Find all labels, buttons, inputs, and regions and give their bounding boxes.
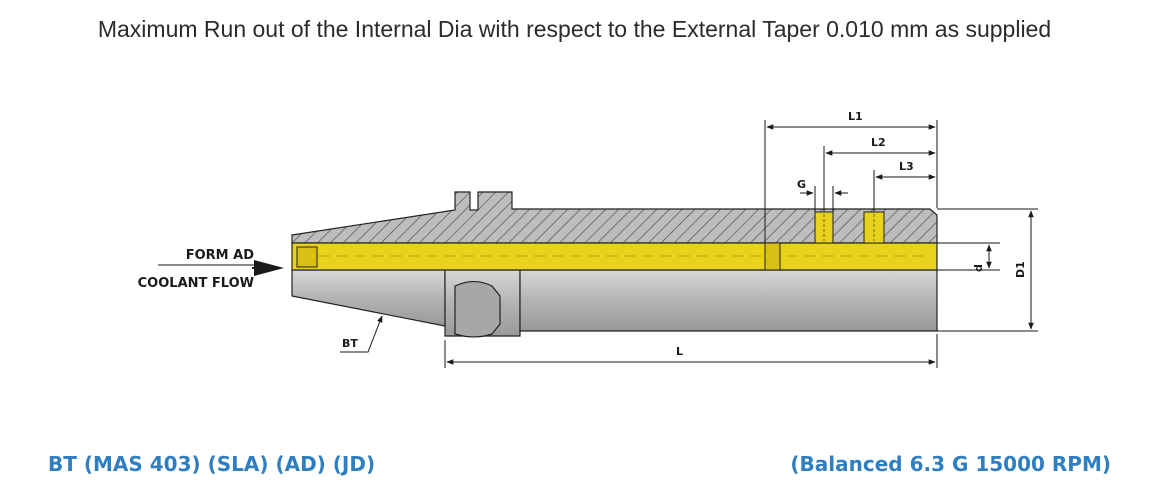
balance-caption: (Balanced 6.3 G 15000 RPM) [790, 452, 1111, 476]
page-title: Maximum Run out of the Internal Dia with… [97, 16, 1052, 42]
dimension-d-label: d [972, 264, 985, 272]
groove-lower [454, 280, 501, 338]
coolant-plug-left [296, 246, 318, 268]
dimension-l1-label: L1 [848, 110, 863, 123]
sectioned-upper-half [291, 191, 938, 244]
dimension-d1-label: D1 [1014, 261, 1027, 278]
spec-caption: BT (MAS 403) (SLA) (AD) (JD) [48, 452, 376, 476]
coolant-arrow-icon [252, 260, 284, 276]
taper-shank-lower [291, 269, 446, 327]
bt-label: BT [342, 337, 358, 350]
extension-lower [519, 269, 938, 332]
dimension-l-label: L [676, 345, 683, 358]
coolant-flow-label: COOLANT FLOW [138, 276, 254, 291]
coolant-bore-step [764, 242, 781, 271]
dimension-l2-label: L2 [871, 136, 886, 149]
form-ad-label: FORM AD [186, 248, 254, 263]
dimension-l3-label: L3 [899, 160, 914, 173]
dimension-g-label: G [797, 178, 806, 191]
